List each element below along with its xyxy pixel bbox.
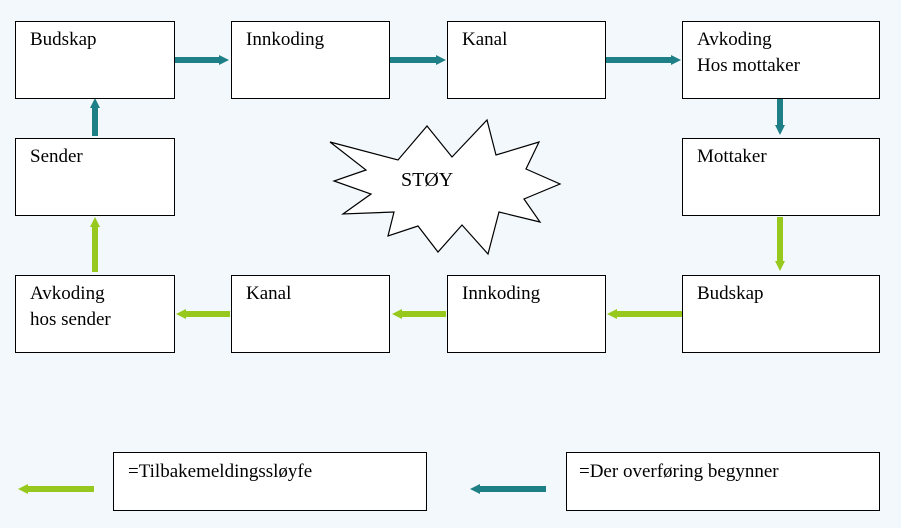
- noise-burst-shape: [329, 118, 562, 256]
- box-kanal-top: Kanal: [447, 21, 606, 99]
- box-budskap-top: Budskap: [15, 21, 175, 99]
- box-avkoding-mottaker: Avkoding Hos mottaker: [682, 21, 880, 99]
- box-mottaker: Mottaker: [682, 138, 880, 216]
- box-sender: Sender: [15, 138, 175, 216]
- box-innkoding-top: Innkoding: [231, 21, 390, 99]
- noise-label: STØY: [401, 169, 453, 191]
- box-kanal-bottom: Kanal: [231, 275, 390, 353]
- box-innkoding-bottom: Innkoding: [447, 275, 606, 353]
- box-avkoding-sender: Avkoding hos sender: [15, 275, 175, 353]
- legend-feedback-box: =Tilbakemeldingssløyfe: [113, 452, 427, 511]
- legend-start-box: =Der overføring begynner: [566, 452, 880, 511]
- box-budskap-bottom: Budskap: [682, 275, 880, 353]
